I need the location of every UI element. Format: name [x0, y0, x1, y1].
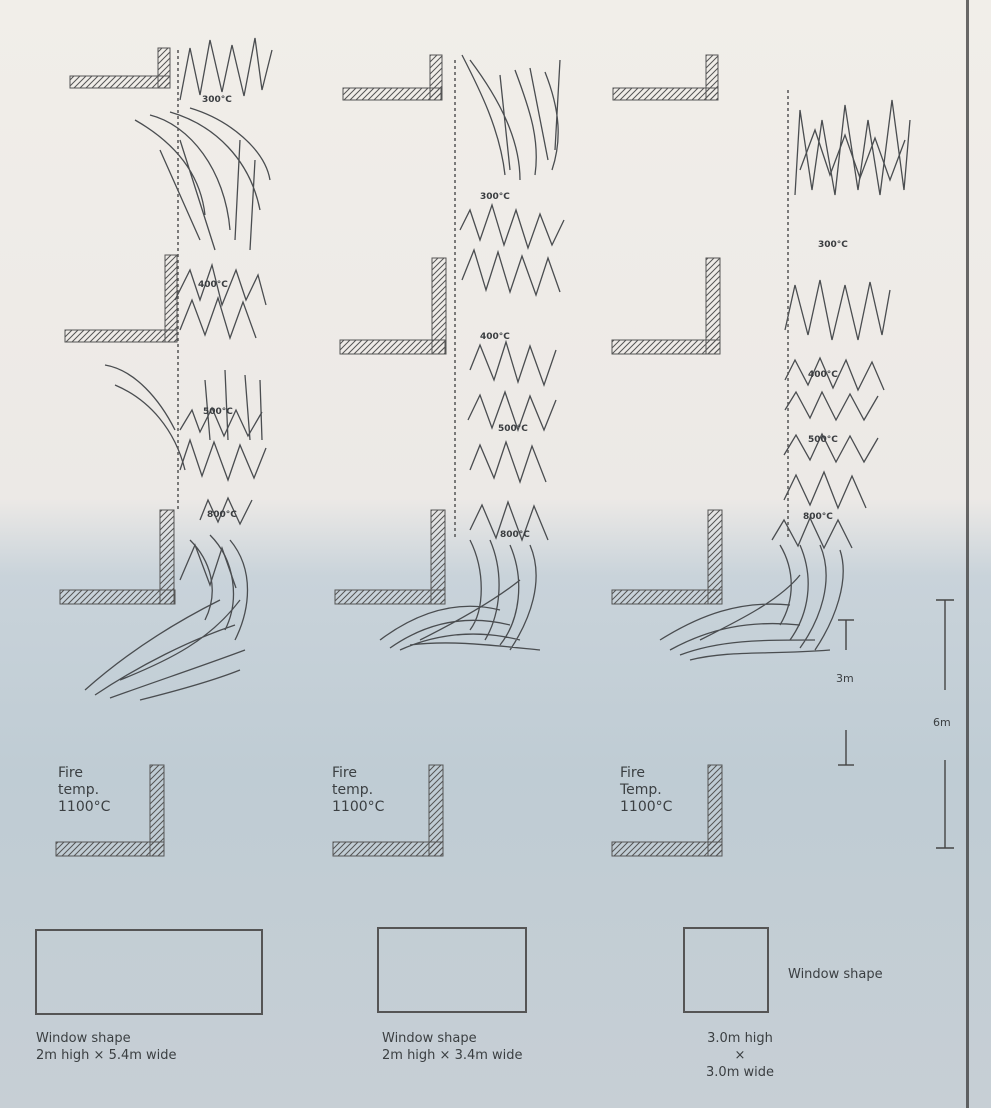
- dimension-3m: [838, 620, 854, 765]
- window-shape-a: [36, 930, 262, 1014]
- temp-label-c-400: 400°C: [808, 370, 838, 380]
- column-c-walls: [612, 55, 722, 856]
- column-b-walls: [333, 55, 446, 856]
- window-shape-side-label: Window shape: [788, 966, 883, 983]
- slab-a-3: [70, 48, 170, 88]
- slab-c-1: [612, 510, 722, 604]
- window-shape-c: [684, 928, 768, 1012]
- dimension-label-3m: 3m: [836, 672, 854, 685]
- temp-label-c-500: 500°C: [808, 435, 838, 445]
- temp-label-b-800: 800°C: [500, 530, 530, 540]
- temp-label-b-500: 500°C: [498, 424, 528, 434]
- window-caption-a: Window shape 2m high × 5.4m wide: [36, 1030, 177, 1064]
- fire-temp-label-b: Fire temp. 1100°C: [332, 765, 384, 816]
- slab-a-2: [65, 255, 177, 342]
- slab-b-2: [340, 258, 446, 354]
- fire-temp-label-a: Fire temp. 1100°C: [58, 765, 110, 816]
- temp-label-c-300: 300°C: [818, 240, 848, 250]
- column-c-flames: [660, 100, 910, 660]
- temp-label-a-800: 800°C: [207, 510, 237, 520]
- slab-c-3: [613, 55, 718, 100]
- window-shape-b: [378, 928, 526, 1012]
- temp-label-a-400: 400°C: [198, 280, 228, 290]
- slab-b-3: [343, 55, 442, 100]
- dimension-label-6m: 6m: [933, 716, 951, 729]
- temp-label-b-300: 300°C: [480, 192, 510, 202]
- temp-label-a-300: 300°C: [202, 95, 232, 105]
- fire-temp-label-c: Fire Temp. 1100°C: [620, 765, 672, 816]
- temp-label-a-500: 500°C: [203, 407, 233, 417]
- slab-c-2: [612, 258, 720, 354]
- column-a-walls: [56, 48, 177, 856]
- temp-label-b-400: 400°C: [480, 332, 510, 342]
- temp-label-c-800: 800°C: [803, 512, 833, 522]
- slab-a-1: [60, 510, 175, 604]
- slab-b-1: [335, 510, 445, 604]
- window-caption-b: Window shape 2m high × 3.4m wide: [382, 1030, 523, 1064]
- window-caption-c: 3.0m high × 3.0m wide: [690, 1030, 790, 1081]
